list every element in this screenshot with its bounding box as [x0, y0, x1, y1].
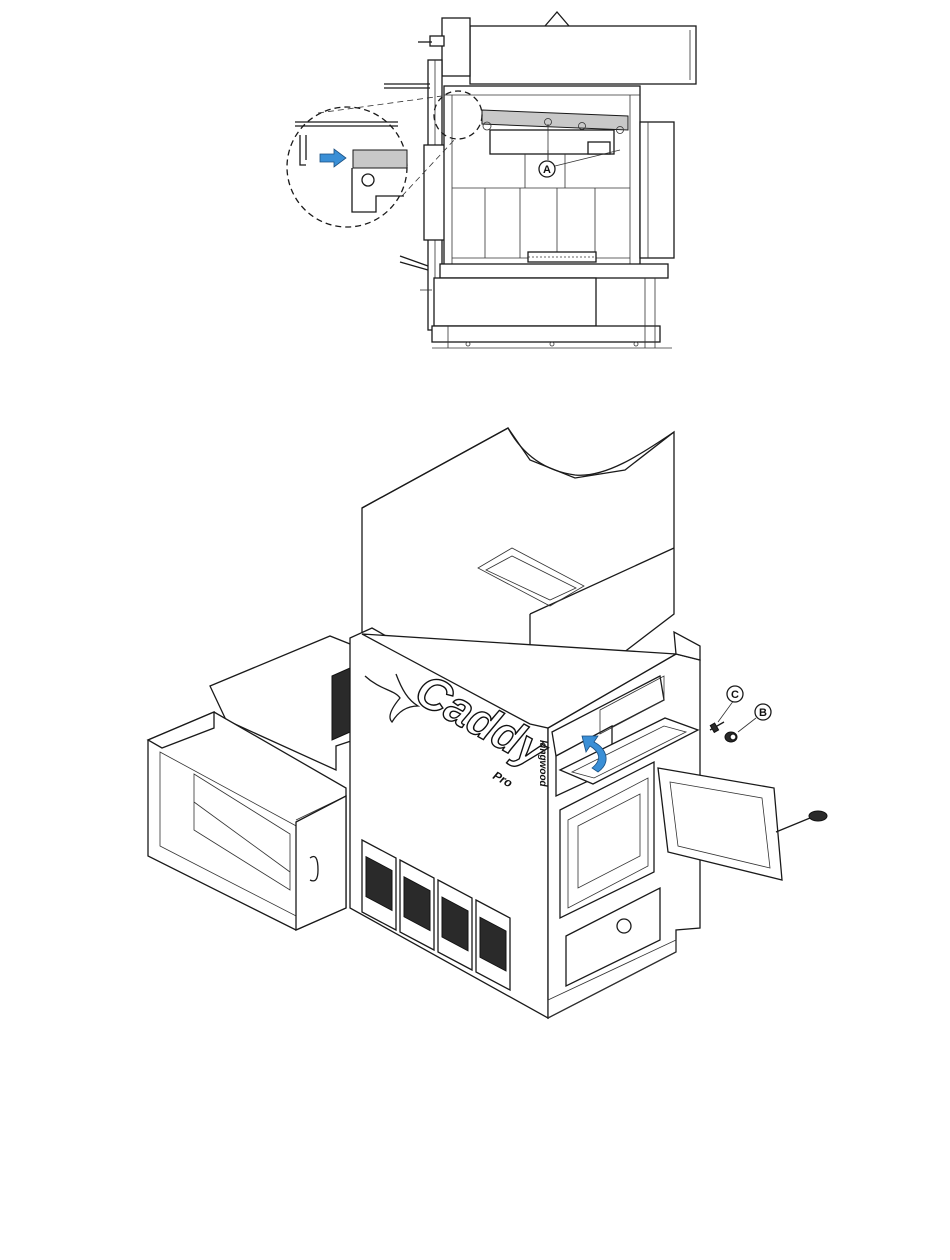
label-a: A — [543, 164, 551, 176]
label-c: C — [731, 689, 739, 701]
brand-maker: kingwood — [537, 740, 548, 788]
fasteners: C B — [710, 686, 771, 742]
label-b: B — [759, 707, 767, 719]
stove-isometric: Caddy Pro kingwood — [148, 428, 827, 1018]
section-view: A — [287, 12, 696, 348]
arrow-right-icon — [320, 149, 346, 167]
